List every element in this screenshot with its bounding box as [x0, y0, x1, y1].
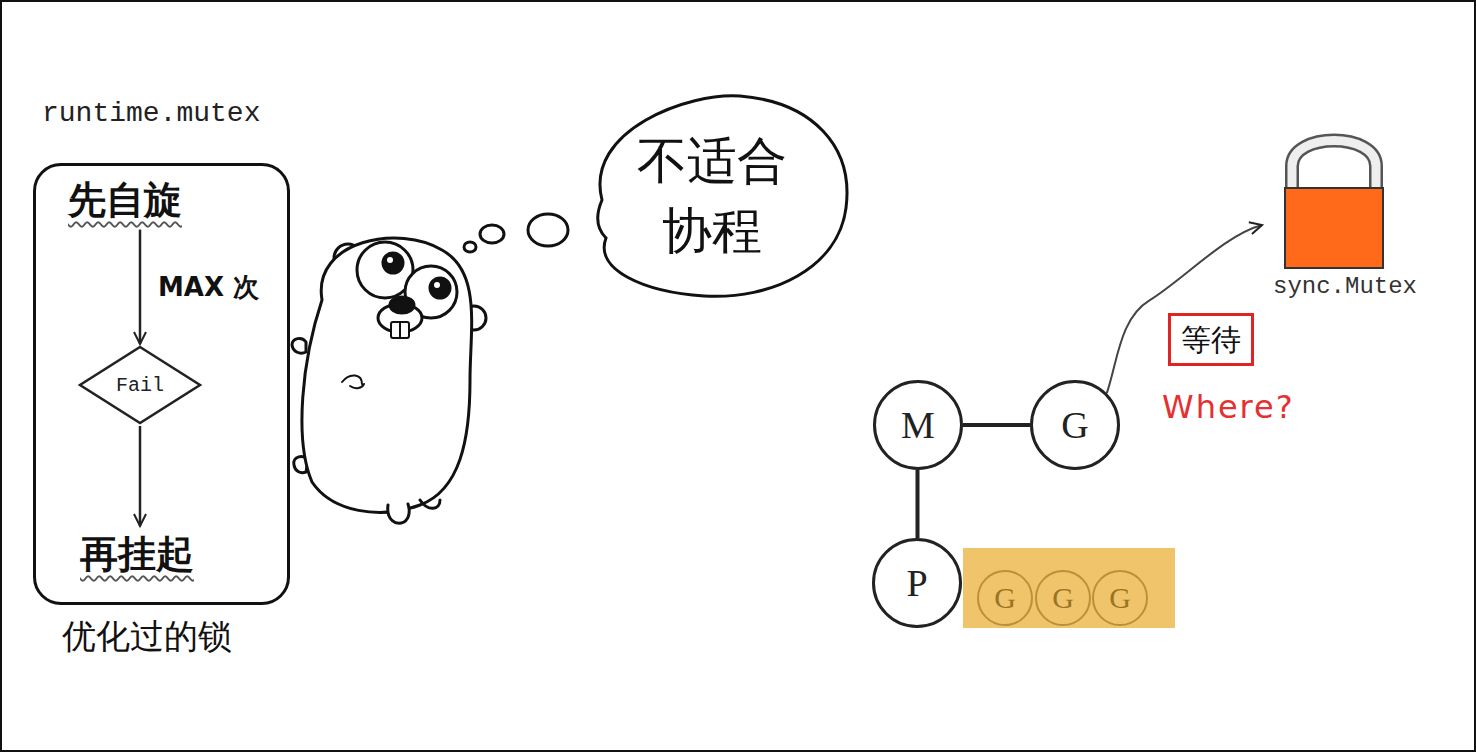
circle-label: G: [994, 581, 1016, 615]
connector: [139, 426, 142, 526]
lock-shackle: [1292, 141, 1376, 193]
connector: [1107, 225, 1262, 393]
run-queue-band: [963, 548, 1175, 628]
thought-bubble: 不适合 协程: [572, 88, 852, 302]
connector: [139, 230, 142, 344]
step-text: 先自旋: [68, 178, 182, 224]
rounded-process-box: runtime.mutex优化过的锁先自旋Fail再挂起: [33, 163, 290, 605]
queued-goroutine: G: [977, 570, 1033, 626]
queued-goroutine: G: [1035, 570, 1091, 626]
wait-box: 等待: [1168, 313, 1254, 366]
cloud-outline: [572, 88, 852, 302]
lock-shackle-outline: [1292, 141, 1376, 193]
step-label: 先自旋: [68, 178, 182, 224]
lock-body: [1285, 188, 1383, 268]
wait-label: 等待: [1181, 320, 1241, 359]
lock-label: sync.Mutex: [1262, 273, 1428, 300]
circle-label: G: [1061, 403, 1088, 447]
red-question: Where?: [1162, 388, 1295, 426]
edge-label: MAX 次: [158, 269, 259, 304]
circle-label: P: [906, 561, 927, 605]
circle-label: G: [1109, 581, 1131, 615]
connector: [963, 423, 1030, 427]
goroutine-circle: G: [1030, 380, 1120, 470]
thought-text: 不适合 协程: [627, 126, 797, 266]
decision-label: Fail: [116, 374, 164, 397]
machine-circle: M: [873, 380, 963, 470]
lock-icon: sync.Mutex: [1262, 130, 1428, 305]
box-title: runtime.mutex: [42, 98, 260, 129]
thought-dots: [464, 214, 568, 252]
step-label: 再挂起: [80, 532, 194, 578]
diamond-shape: [80, 347, 200, 423]
box-caption: 优化过的锁: [62, 614, 232, 660]
connector: [916, 470, 920, 538]
decision-diamond: Fail: [78, 345, 202, 425]
gopher-figure: [292, 238, 486, 523]
processor-circle: P: [872, 538, 962, 628]
circle-label: G: [1052, 581, 1074, 615]
circle-label: M: [901, 403, 935, 447]
cloud-shape: [598, 96, 847, 297]
queued-goroutine: G: [1092, 570, 1148, 626]
step-text: 再挂起: [80, 532, 194, 578]
